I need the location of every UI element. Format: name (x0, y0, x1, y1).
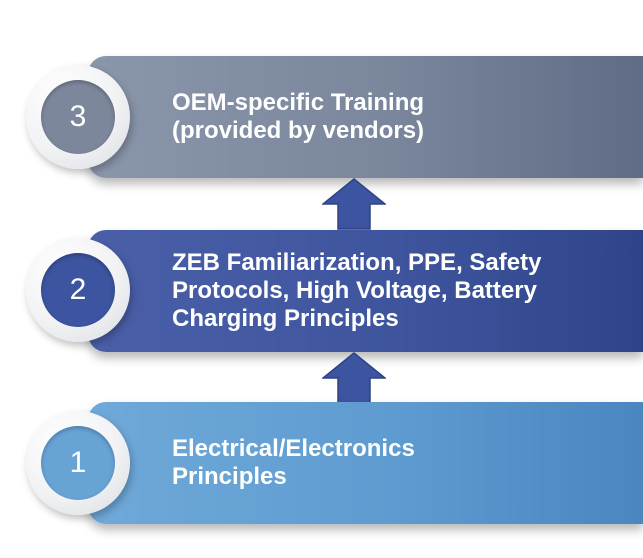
level-2-band: ZEB Familiarization, PPE, Safety Protoco… (88, 230, 643, 352)
level-3-badge: 3 (26, 65, 130, 169)
level-1-badge: 1 (26, 411, 130, 515)
level-1-band: Electrical/Electronics Principles (88, 402, 643, 524)
up-arrow-icon (322, 178, 386, 230)
level-2-badge: 2 (26, 238, 130, 342)
level-3-band: OEM-specific Training (provided by vendo… (88, 56, 643, 178)
level-2-number: 2 (41, 253, 115, 327)
level-1-number: 1 (41, 426, 115, 500)
level-2-text: ZEB Familiarization, PPE, Safety Protoco… (172, 249, 542, 332)
level-3-text: OEM-specific Training (provided by vendo… (172, 89, 425, 144)
up-arrow-icon (322, 352, 386, 404)
level-3-number: 3 (41, 80, 115, 154)
level-1-text: Electrical/Electronics Principles (172, 435, 415, 490)
